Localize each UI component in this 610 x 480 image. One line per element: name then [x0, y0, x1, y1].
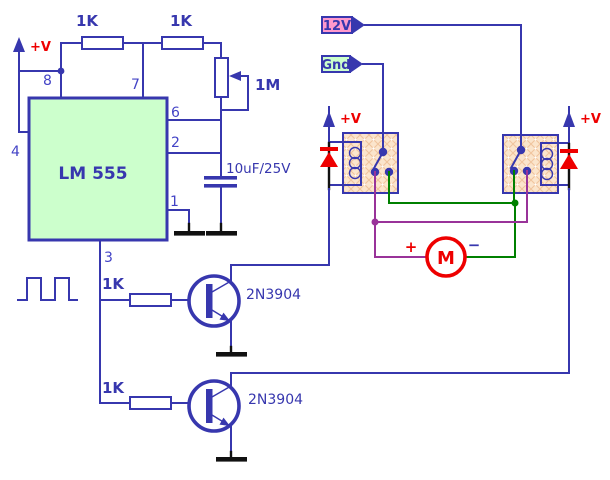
connector-12v: 12V [321, 16, 522, 151]
rb2-value-label: 1K [102, 379, 125, 397]
relay-coil-icon [540, 142, 559, 186]
vplus-arrow-icon [13, 37, 25, 52]
pin-8-label: 8 [43, 73, 52, 89]
vplus-arrow-icon [563, 111, 575, 127]
vplus-main: +V [13, 37, 51, 133]
relay-left: +V [320, 106, 399, 266]
q1-part-label: 2N3904 [246, 287, 301, 303]
emitter-arrow-icon [219, 312, 230, 321]
square-wave-icon [17, 277, 78, 301]
pot-wiper-arrow-icon [229, 71, 241, 81]
motor-wiring-purple [371, 170, 528, 258]
base-resistor-q2: 1K [102, 379, 207, 410]
pin-3-label: 3 [104, 250, 113, 266]
connector-arrow-icon [350, 55, 363, 73]
supply-wiring [18, 42, 65, 133]
potentiometer-1m: 1M [214, 57, 280, 177]
collector-wires [230, 264, 570, 374]
timing-resistor-2: 1K [122, 12, 222, 99]
r1-value-label: 1K [76, 12, 99, 30]
capacitor-value-label: 10uF/25V [226, 161, 291, 177]
flyback-diode-left-icon [320, 147, 338, 167]
pin-7-label: 7 [131, 77, 140, 93]
transistor-q2: 2N3904 [187, 372, 303, 462]
vplus-arrow-icon [323, 111, 335, 127]
timing-resistor-1: 1K [60, 12, 124, 50]
pot-value-label: 1M [255, 76, 280, 94]
conn-gnd-label: Gnd [321, 58, 350, 73]
vplus-relay-left: +V [323, 106, 361, 148]
motor-minus-label: − [468, 236, 481, 254]
pin1-ground [166, 209, 205, 236]
ic-lm555: LM 555 [27, 96, 169, 242]
pin-1-label: 1 [170, 194, 179, 210]
ground-bar-icon [174, 231, 205, 236]
motor-label: M [437, 248, 455, 269]
emitter-arrow-icon [219, 417, 230, 426]
ground-bar-icon [216, 352, 247, 357]
r2-value-label: 1K [170, 12, 193, 30]
connector-arrow-icon [352, 16, 365, 34]
vplus-left-label: +V [340, 112, 361, 127]
transistor-q1: 2N3904 [187, 264, 301, 357]
pin-2-label: 2 [171, 135, 180, 151]
pin3-output-wire [99, 239, 131, 404]
capacitor-10uf: 10uF/25V [204, 161, 291, 236]
flyback-diode-right-icon [560, 149, 578, 169]
base-resistor-q1: 1K [102, 275, 207, 307]
pin6-pin2-wires [166, 119, 222, 154]
vplus-main-label: +V [30, 40, 51, 55]
q2-part-label: 2N3904 [248, 392, 303, 408]
pin-4-label: 4 [11, 144, 20, 160]
conn-12v-label: 12V [323, 19, 351, 34]
relay-coil-icon [343, 141, 362, 186]
ground-bar-icon [216, 457, 247, 462]
motor-plus-label: + [405, 238, 418, 256]
rb1-value-label: 1K [102, 275, 125, 293]
vplus-right-label: +V [580, 112, 601, 127]
motor: M + − [405, 236, 481, 278]
ic-pin-labels: 8 7 6 2 4 1 3 [11, 73, 180, 266]
ic-label: LM 555 [58, 164, 127, 184]
pin-6-label: 6 [171, 105, 180, 121]
ground-bar-icon [206, 231, 237, 236]
relay-right: +V [502, 106, 601, 374]
